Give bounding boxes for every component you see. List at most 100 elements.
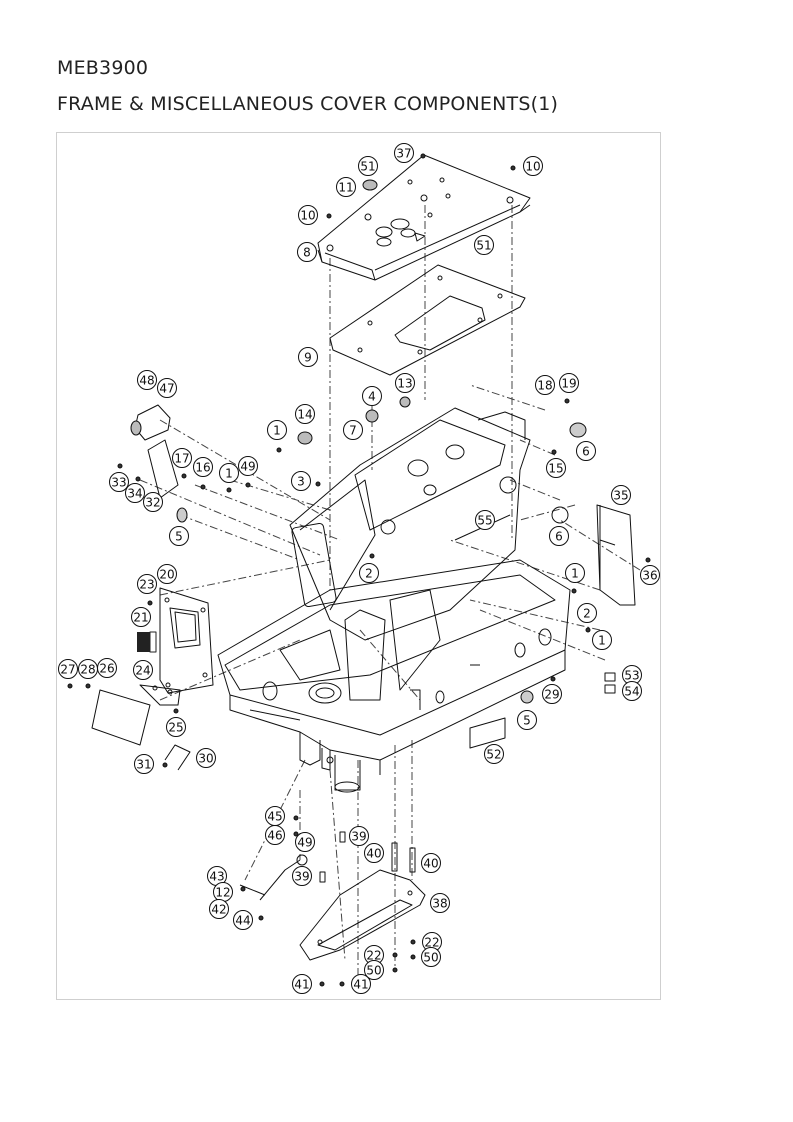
callout-number: 25: [168, 720, 183, 734]
callout-number: 19: [561, 376, 576, 390]
callout-number: 49: [240, 459, 255, 473]
callout-number: 1: [598, 633, 606, 647]
callout-number: 22: [366, 948, 381, 962]
cover-plate: [91, 684, 181, 746]
callout-number: 26: [99, 661, 114, 675]
callout-number: 21: [133, 610, 148, 624]
callout-2: 2: [359, 563, 379, 583]
oil-pan: [299, 869, 426, 961]
callout-5: 5: [517, 710, 537, 730]
screws: [67, 153, 651, 987]
callout-number: 53: [624, 668, 639, 682]
callout-9: 9: [298, 347, 318, 367]
callout-number: 12: [215, 885, 230, 899]
model-name: MEB3900: [57, 57, 149, 79]
rods: [319, 831, 416, 883]
callout-29: 29: [542, 684, 562, 704]
callout-20: 20: [157, 564, 177, 584]
callout-number: 40: [423, 856, 438, 870]
callout-number: 3: [297, 474, 305, 488]
callout-22: 22: [422, 932, 442, 952]
callout-3: 3: [291, 471, 311, 491]
top-cover: [317, 154, 531, 281]
callout-13: 13: [395, 373, 415, 393]
callout-number: 8: [303, 245, 311, 259]
callout-30: 30: [196, 748, 216, 768]
callout-32: 32: [143, 492, 163, 512]
callout-15: 15: [546, 458, 566, 478]
callout-14: 14: [295, 404, 315, 424]
callout-number: 7: [349, 423, 357, 437]
callout-number: 2: [365, 566, 373, 580]
callout-38: 38: [430, 893, 450, 913]
callout-number: 45: [267, 809, 282, 823]
callout-number: 40: [366, 846, 381, 860]
callout-42: 42: [209, 899, 229, 919]
callout-21: 21: [131, 607, 151, 627]
callout-11: 11: [336, 177, 356, 197]
callout-number: 23: [139, 577, 154, 591]
callout-number: 6: [582, 444, 590, 458]
callout-number: 9: [304, 350, 312, 364]
callout-number: 52: [486, 747, 501, 761]
rubber-plugs: [176, 179, 587, 704]
callout-number: 50: [423, 950, 438, 964]
callout-40: 40: [421, 853, 441, 873]
callout-number: 5: [175, 529, 183, 543]
callout-number: 11: [338, 180, 353, 194]
callout-number: 31: [136, 757, 151, 771]
callout-number: 1: [225, 466, 233, 480]
callout-number: 39: [294, 869, 309, 883]
callout-41: 41: [351, 974, 371, 994]
callout-49: 49: [238, 456, 258, 476]
callout-number: 50: [366, 963, 381, 977]
callout-number: 35: [613, 488, 628, 502]
callout-37: 37: [394, 143, 414, 163]
callout-34: 34: [125, 483, 145, 503]
callout-number: 51: [476, 238, 491, 252]
callout-number: 13: [397, 376, 412, 390]
callout-1: 1: [219, 463, 239, 483]
callout-16: 16: [193, 457, 213, 477]
callout-number: 30: [198, 751, 213, 765]
callout-35: 35: [611, 485, 631, 505]
callout-18: 18: [535, 375, 555, 395]
callout-number: 18: [537, 378, 552, 392]
callout-31: 31: [134, 754, 154, 774]
callout-10: 10: [298, 205, 318, 225]
callout-8: 8: [297, 242, 317, 262]
callout-number: 10: [525, 159, 540, 173]
callout-26: 26: [97, 658, 117, 678]
leader-lines: [139, 205, 641, 980]
callout-number: 44: [235, 913, 250, 927]
callout-55: 55: [475, 510, 495, 530]
callout-number: 38: [432, 896, 447, 910]
callout-number: 49: [297, 835, 312, 849]
callout-5: 5: [169, 526, 189, 546]
callout-number: 2: [583, 606, 591, 620]
machine-frame: [217, 407, 571, 793]
callout-1: 1: [592, 630, 612, 650]
callout-number: 16: [195, 460, 210, 474]
callout-49: 49: [295, 832, 315, 852]
callout-51: 51: [474, 235, 494, 255]
callout-17: 17: [172, 448, 192, 468]
callout-54: 54: [622, 681, 642, 701]
callout-40: 40: [364, 843, 384, 863]
callout-number: 15: [548, 461, 563, 475]
callout-28: 28: [78, 659, 98, 679]
callout-number: 24: [135, 663, 150, 677]
callout-2: 2: [577, 603, 597, 623]
callout-number: 42: [211, 902, 226, 916]
callout-10: 10: [523, 156, 543, 176]
callout-52: 52: [484, 744, 504, 764]
callout-number: 43: [209, 869, 224, 883]
right-cover: [596, 504, 636, 606]
cover-gasket: [329, 264, 526, 376]
callout-number: 22: [424, 935, 439, 949]
callout-number: 1: [571, 566, 579, 580]
callout-48: 48: [137, 370, 157, 390]
callout-45: 45: [265, 806, 285, 826]
